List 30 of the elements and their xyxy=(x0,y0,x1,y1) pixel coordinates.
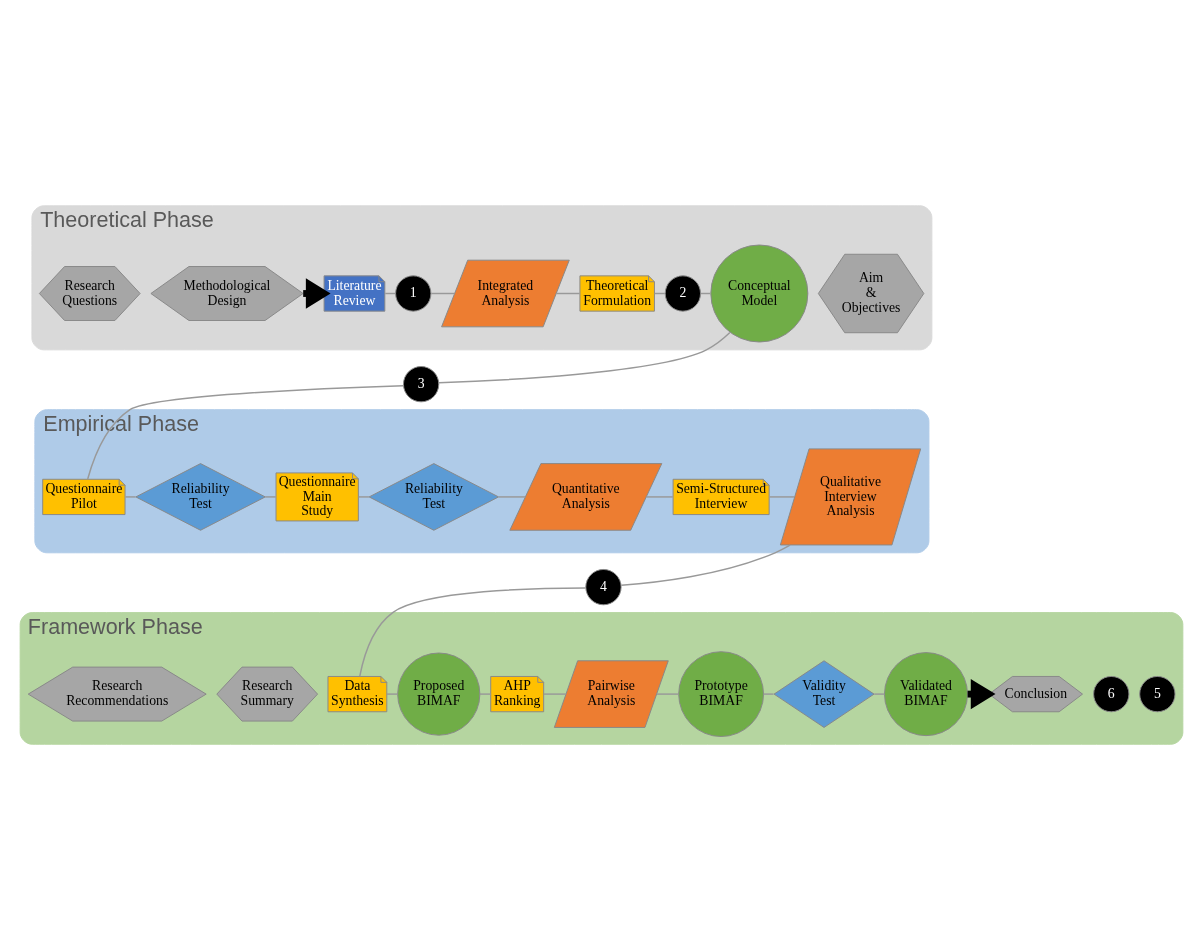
node-diamond: Reliability Test xyxy=(368,462,500,531)
connector xyxy=(620,543,791,586)
node-circle: 2 xyxy=(664,274,701,312)
connector xyxy=(555,292,581,294)
connector xyxy=(264,495,277,498)
node-diamond: Reliability Test xyxy=(135,462,266,531)
node-circle: Conceptual Model xyxy=(710,244,809,342)
connector xyxy=(873,692,886,695)
connector xyxy=(479,692,492,695)
node-diamond: Validity Test xyxy=(773,659,875,728)
node-circle: 1 xyxy=(395,274,432,312)
connector xyxy=(124,495,137,498)
node-circle: Validated BIMAF xyxy=(884,651,968,736)
connector xyxy=(763,692,775,695)
node-circle: 4 xyxy=(585,568,622,605)
node-circle: 5 xyxy=(1139,675,1176,712)
node-circle: Prototype BIMAF xyxy=(678,650,764,737)
connector xyxy=(543,692,567,695)
connector xyxy=(645,495,674,498)
connector xyxy=(359,586,587,677)
connector xyxy=(438,331,731,383)
connector xyxy=(357,495,370,498)
node-circle: 6 xyxy=(1093,675,1130,712)
node-circle: 3 xyxy=(403,365,440,402)
node-circle: Proposed BIMAF xyxy=(397,652,481,736)
connector xyxy=(768,495,796,498)
connector xyxy=(498,495,527,498)
connector xyxy=(430,292,456,294)
connector xyxy=(386,692,399,695)
connector xyxy=(656,692,680,695)
